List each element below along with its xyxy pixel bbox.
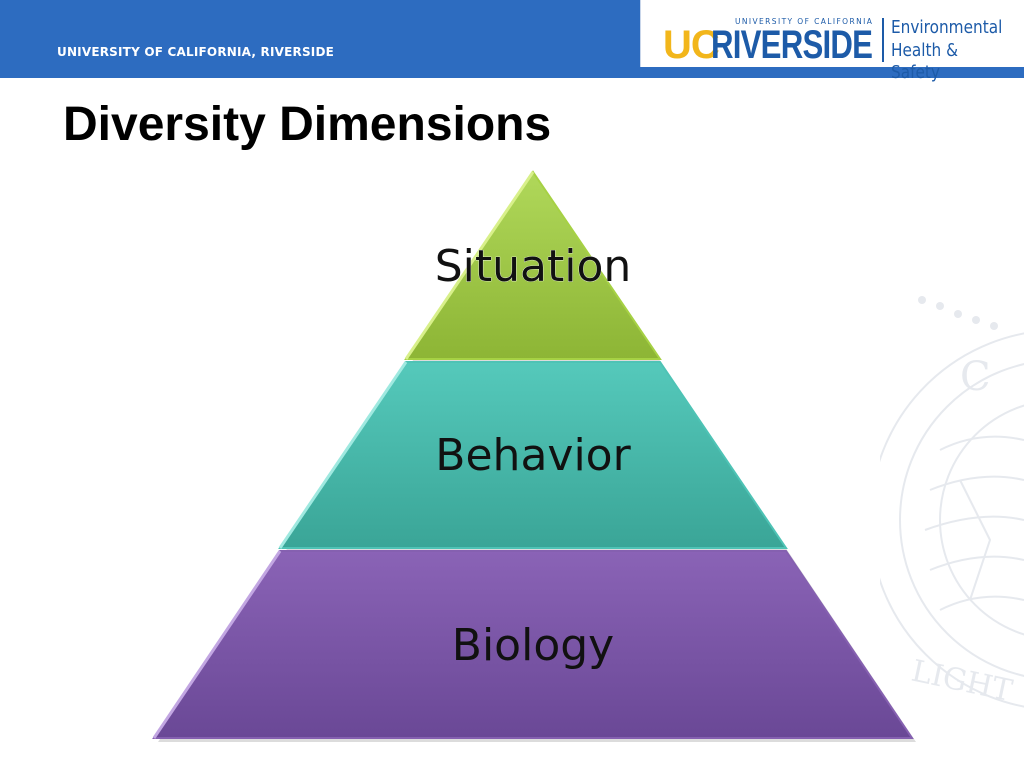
pyramid-level-biology	[152, 550, 914, 739]
pyramid-level-behavior	[278, 361, 788, 549]
logo-dept-line1: Environmental	[891, 17, 1003, 38]
ucr-ehs-logo: UC UNIVERSITY OF CALIFORNIA RIVERSIDE En…	[640, 0, 1024, 83]
pyramid-label-biology: Biology	[452, 620, 614, 671]
logo-uc: UC	[663, 23, 720, 67]
logo-small-text: UNIVERSITY OF CALIFORNIA	[735, 17, 874, 26]
header-bar: UNIVERSITY OF CALIFORNIA, RIVERSIDE UC U…	[0, 0, 1024, 83]
pyramid-level-situation	[404, 170, 662, 360]
university-seal-watermark: C LIGHT	[880, 296, 1024, 709]
svg-text:C: C	[960, 354, 991, 400]
university-label: UNIVERSITY OF CALIFORNIA, RIVERSIDE	[57, 45, 335, 59]
logo-divider	[882, 18, 884, 62]
slide-title: Diversity Dimensions	[63, 98, 552, 151]
pyramid-label-situation: Situation	[435, 241, 632, 292]
pyramid-label-behavior: Behavior	[435, 430, 631, 481]
logo-riverside: RIVERSIDE	[711, 23, 873, 67]
logo-dept-line2: Health & Safety	[891, 40, 959, 83]
